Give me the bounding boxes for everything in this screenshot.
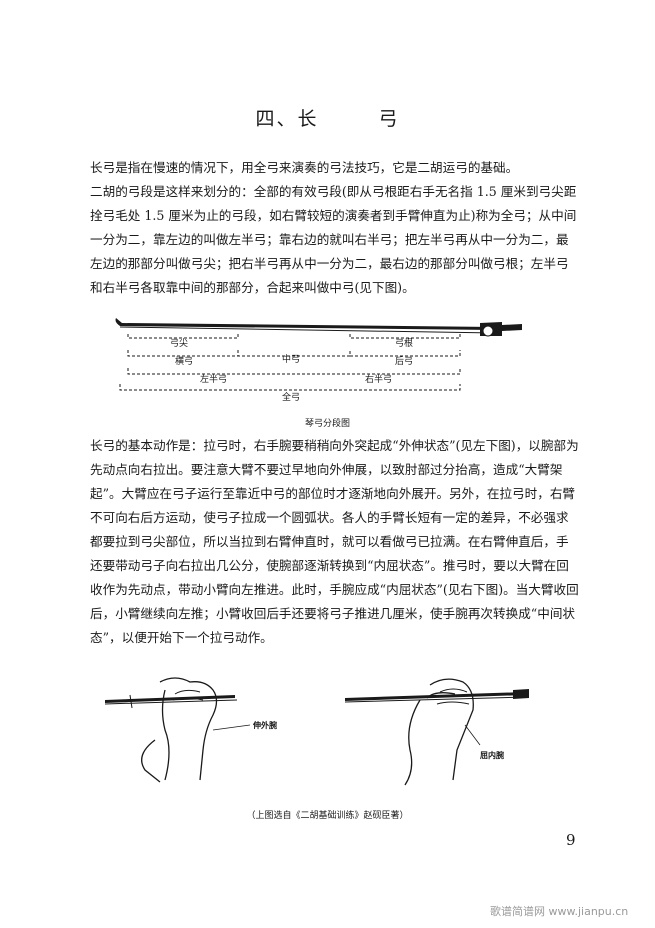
frog-eye — [482, 325, 494, 337]
hand-outline-left — [141, 677, 218, 783]
label-left-quarter: 横弓 — [175, 355, 193, 367]
bracket-right-quarter — [350, 350, 461, 357]
bracket-left-quarter — [127, 350, 351, 357]
bow-stick-right — [345, 692, 525, 701]
label-full: 全弓 — [282, 391, 300, 403]
bow-diagram-caption: 琴弓分段图 — [304, 419, 350, 429]
bow-screw — [502, 324, 522, 331]
label-root: 弓根 — [395, 337, 413, 349]
hand-outline-right — [404, 678, 474, 786]
paragraph-1: 长弓是指在慢速的情况下，用全弓来演奏的弓法技巧，它是二胡运弓的基础。 — [90, 160, 519, 175]
label-left-half: 左半弓 — [200, 373, 227, 385]
label-middle: 中弓 — [282, 353, 300, 365]
hand-illustration-outward: 伸外腕 — [105, 677, 277, 783]
section-title: 四、长 弓 — [0, 104, 655, 131]
hands-caption: （上图选自《二胡基础训练》赵砚臣著） — [246, 811, 409, 821]
bow-hair — [119, 326, 496, 334]
bracket-halves — [127, 368, 461, 375]
page-number: 9 — [566, 831, 576, 849]
label-right-half: 右半弓 — [365, 373, 392, 385]
section-title-part2: 弓 — [378, 108, 400, 130]
label-outward-wrist: 伸外腕 — [252, 720, 277, 730]
bracket-full — [119, 384, 461, 391]
label-inward-wrist: 屈内腕 — [480, 750, 504, 760]
label-tip: 弓尖 — [170, 337, 188, 349]
paragraph-2: 二胡的弓段是这样来划分的：全部的有效弓段(即从弓根距右手无名指 1.5 厘米到弓… — [90, 184, 577, 295]
bracket-middle-left — [237, 350, 350, 357]
site-watermark: 歌谱简谱网 www.jianpu.cn — [490, 905, 629, 918]
section-title-part1: 四、长 — [255, 108, 319, 130]
label-right-quarter: 后弓 — [395, 356, 413, 367]
bow-segment-diagram: 弓尖 弓根 横弓 中弓 后弓 左半弓 右半弓 全弓 — [115, 318, 522, 403]
bracket-tip — [127, 334, 239, 339]
paragraph-3: 长弓的基本动作是：拉弓时，右手腕要稍稍向外突起成“外伸状态”(见左下图)，以腕部… — [90, 438, 579, 645]
hand-illustration-inward: 屈内腕 — [345, 678, 529, 786]
bow-stick — [115, 318, 495, 330]
bow-stick-left — [105, 695, 235, 703]
bracket-root — [349, 334, 461, 339]
